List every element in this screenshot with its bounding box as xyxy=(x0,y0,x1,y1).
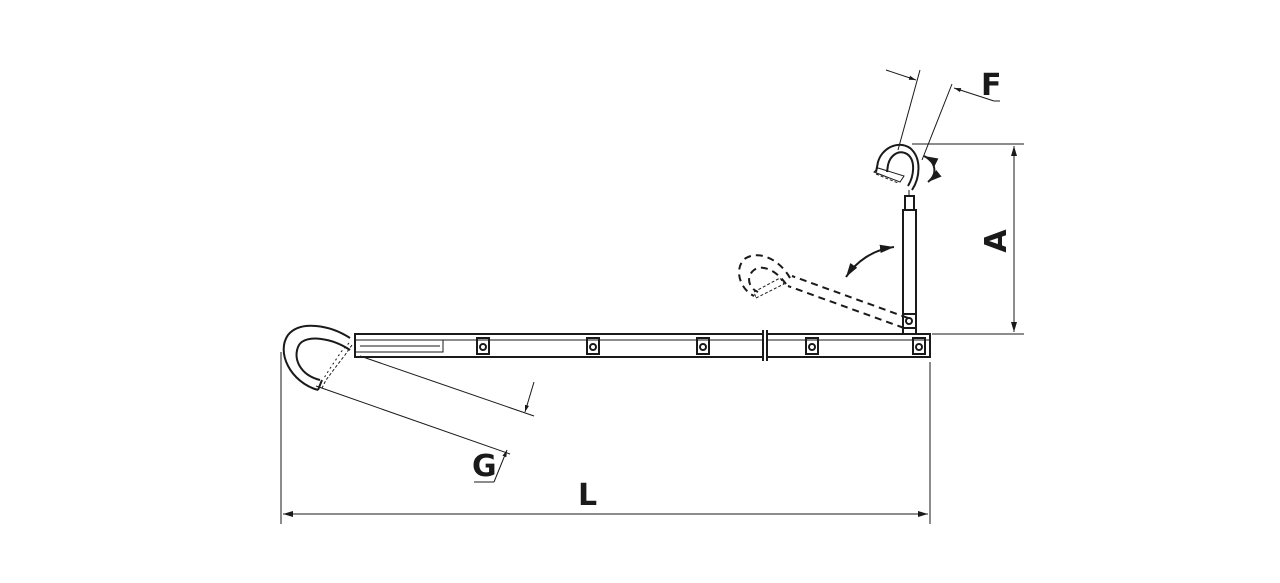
right-hook-upright xyxy=(873,143,942,191)
bolt-2 xyxy=(586,337,600,355)
right-hook-folded xyxy=(738,244,909,329)
dimension-a-label: A xyxy=(979,229,1014,253)
dimension-l: L xyxy=(280,352,931,524)
dimension-g-label: G xyxy=(472,449,497,484)
bolt-5 xyxy=(912,337,926,355)
beam-bolts xyxy=(476,337,926,355)
dimension-f: F xyxy=(885,68,1002,161)
main-beam xyxy=(354,330,931,361)
dimension-g: G xyxy=(315,355,535,484)
bolt-3 xyxy=(696,337,710,355)
vertical-post xyxy=(902,190,917,335)
bolt-1 xyxy=(476,337,490,355)
left-hook xyxy=(282,324,353,391)
dimension-a: A xyxy=(912,143,1024,335)
dimension-f-label: F xyxy=(981,68,1002,103)
bolt-4 xyxy=(805,337,819,355)
dimension-l-label: L xyxy=(578,478,597,513)
